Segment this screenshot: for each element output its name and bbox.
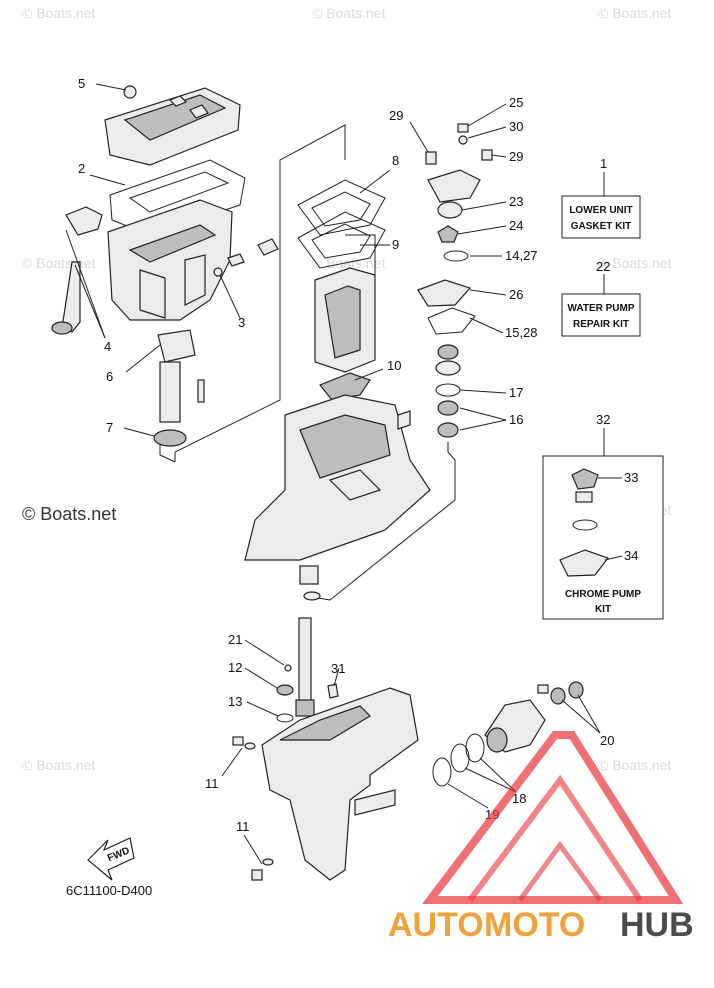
dowel-pin: [327, 683, 339, 699]
o-ring: [432, 757, 452, 787]
callout-6: 6: [106, 369, 113, 384]
drive-shaft: [295, 617, 315, 717]
outer-plate: [417, 279, 472, 307]
kit-label: LOWER UNIT: [569, 205, 632, 216]
callout-10: 10: [387, 358, 401, 373]
bolt: [232, 736, 256, 750]
kit-label: GASKET KIT: [571, 221, 632, 232]
oil-seal: [437, 400, 459, 416]
seal: [319, 372, 371, 401]
callout-3: 3: [238, 315, 245, 330]
callout-12: 12: [228, 660, 242, 675]
callout-24: 24: [509, 218, 523, 233]
oil-seal: [568, 681, 584, 699]
callout-29: 29: [509, 149, 523, 164]
o-ring: [465, 733, 485, 763]
callout-17: 17: [509, 385, 523, 400]
callout-33: 33: [624, 470, 638, 485]
plug: [213, 238, 279, 277]
callout-29: 29: [389, 108, 403, 123]
gasket: [427, 307, 476, 335]
callout-9: 9: [392, 237, 399, 252]
water-tube: [153, 361, 205, 447]
callout-21: 21: [228, 632, 242, 647]
gasket: [297, 179, 386, 236]
gasket: [297, 211, 386, 269]
logo-text: HUB: [620, 906, 694, 944]
watermark: © Boats.net: [598, 255, 671, 271]
callout-8: 8: [392, 153, 399, 168]
kit-label: WATER PUMP: [567, 303, 634, 314]
callout-14-27: 14,27: [505, 248, 538, 263]
callout-31: 31: [331, 661, 345, 676]
callout-18: 18: [512, 791, 526, 806]
prop-shaft-housing: [484, 699, 546, 753]
gasket: [109, 159, 246, 236]
callout-23: 23: [509, 194, 523, 209]
lower-case: [261, 687, 419, 881]
callout-7: 7: [106, 420, 113, 435]
leader-lines: [65, 83, 623, 865]
callout-2: 2: [78, 161, 85, 176]
diagram-code: 6C11100-D400: [66, 883, 152, 898]
watermark: © Boats.net: [598, 5, 671, 21]
lower-unit-gasket-kit-box: LOWER UNIT GASKET KIT: [561, 172, 641, 239]
impeller: [437, 225, 459, 243]
watermark: © Boats.net: [598, 757, 671, 773]
kit-label: CHROME PUMP: [565, 589, 641, 600]
automotohub-logo: AUTO MOTO HUB: [388, 731, 694, 944]
water-pump-housing: [425, 123, 493, 203]
upper-case: [244, 394, 431, 561]
group-bracket: [174, 124, 346, 462]
bushing: [276, 684, 294, 696]
o-ring: [435, 383, 461, 397]
logo-text: AUTO: [388, 906, 484, 944]
watermark: © Boats.net: [22, 757, 95, 773]
o-ring: [443, 250, 469, 262]
impeller: [299, 565, 321, 601]
bolt: [251, 858, 274, 881]
callout-1: 1: [600, 156, 607, 171]
callout-32: 32: [596, 412, 610, 427]
o-ring: [276, 713, 294, 723]
chrome-pump-kit-box: CHROME PUMP KIT: [542, 428, 664, 620]
upper-casing-top: [104, 85, 241, 166]
callout-16: 16: [509, 412, 523, 427]
group-bracket: [345, 234, 376, 285]
washer: [284, 664, 292, 672]
callout-15-28: 15,28: [505, 325, 538, 340]
upper-casing: [107, 199, 233, 321]
callout-30: 30: [509, 119, 523, 134]
kit-label: REPAIR KIT: [573, 319, 629, 330]
plate: [157, 329, 196, 363]
watermark: © Boats.net: [22, 5, 95, 21]
callout-34: 34: [624, 548, 638, 563]
callout-5: 5: [78, 76, 85, 91]
watermark: © Boats.net: [312, 5, 385, 21]
callout-13: 13: [228, 694, 242, 709]
callout-20: 20: [600, 733, 614, 748]
kit-label: KIT: [595, 604, 611, 615]
callout-26: 26: [509, 287, 523, 302]
callout-11: 11: [236, 819, 250, 834]
group-bracket: [317, 442, 456, 601]
exhaust-extension: [314, 267, 376, 373]
fwd-arrow-icon: FWD: [87, 837, 135, 881]
insert-cartridge: [437, 201, 463, 219]
callout-11: 11: [205, 776, 219, 791]
oil-seal-housing: [435, 344, 461, 376]
oil-seal: [550, 687, 566, 705]
water-pump-repair-kit-box: WATER PUMP REPAIR KIT: [561, 274, 641, 337]
logo-text: MOTO: [484, 906, 585, 944]
watermark-main: © Boats.net: [22, 504, 116, 524]
callout-4: 4: [104, 339, 111, 354]
callout-25: 25: [509, 95, 523, 110]
callout-22: 22: [596, 259, 610, 274]
bracket: [51, 206, 103, 335]
oil-seal: [437, 422, 459, 438]
watermark: © Boats.net: [22, 255, 95, 271]
bolt: [537, 684, 549, 694]
